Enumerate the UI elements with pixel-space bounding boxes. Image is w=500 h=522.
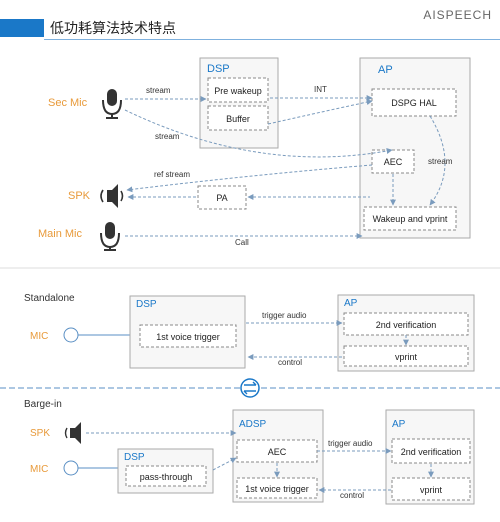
dspg-hal-block [371, 88, 457, 117]
switch-icon [240, 378, 260, 398]
bargein-vprint-block [391, 477, 471, 501]
bargein-vprint-text: vprint [420, 485, 443, 495]
pass-through-block [125, 465, 207, 487]
bargein-mic-label: MIC [30, 464, 48, 475]
adsp-title: ADSP [239, 419, 267, 430]
bargein-speaker-icon [64, 422, 81, 444]
brand-logo: AISPEECH [423, 8, 492, 22]
top-aec-text: AEC [384, 157, 403, 167]
standalone-mic-icon [63, 327, 79, 343]
bargein-dsp-title: DSP [124, 452, 145, 463]
standalone-ap-title: AP [344, 298, 358, 309]
header-rule [44, 39, 500, 40]
bargein-mic-icon [63, 460, 79, 476]
standalone-vprint-text: vprint [395, 352, 418, 362]
bargein-verification-text: 2nd verification [401, 447, 462, 457]
main-mic-icon [100, 222, 120, 251]
sec-mic-icon [102, 89, 122, 119]
standalone-voice-trigger-text: 1st voice trigger [156, 332, 220, 342]
standalone-edge-label-trigger: trigger audio [262, 311, 307, 320]
pre-wakeup-text: Pre wakeup [214, 86, 262, 96]
edge-label-stream3: stream [428, 157, 453, 166]
bargein-label: Barge-in [24, 399, 62, 410]
edge-hal-wakeup [429, 115, 446, 206]
edge-label-refstream: ref stream [154, 170, 190, 179]
top-aec-block [371, 149, 415, 174]
standalone-dsp-title: DSP [136, 299, 157, 310]
top-dsp-box [199, 57, 279, 149]
spk-label: SPK [68, 190, 91, 202]
bargein-ap-title: AP [392, 419, 406, 430]
edge-label-call: Call [235, 238, 249, 247]
wakeup-vprint-block [363, 206, 457, 231]
standalone-label: Standalone [24, 293, 75, 304]
spk-speaker-icon [100, 184, 124, 208]
bargein-edge-label-trigger: trigger audio [328, 439, 373, 448]
adsp-aec-text: AEC [268, 447, 287, 457]
wakeup-vprint-text: Wakeup and vprint [373, 214, 448, 224]
edge-label-stream2: stream [155, 132, 180, 141]
edge-secmic-aec [124, 109, 393, 158]
top-dsp-title: DSP [207, 63, 230, 75]
pre-wakeup-block [207, 77, 269, 103]
bargein-edge-label-control: control [340, 491, 364, 500]
standalone-voice-trigger [139, 324, 237, 348]
bargein-edge-pass-aec [212, 457, 237, 471]
pa-block [197, 185, 247, 210]
edge-buffer-hal [267, 99, 373, 125]
standalone-edge-label-control: control [278, 358, 302, 367]
page-title: 低功耗算法技术特点 [50, 21, 176, 37]
adsp-voice-trigger-text: 1st voice trigger [245, 484, 309, 494]
sec-mic-label: Sec Mic [48, 97, 88, 109]
pa-text: PA [216, 193, 227, 203]
buffer-text: Buffer [226, 114, 250, 124]
standalone-vprint [343, 345, 469, 367]
top-ap-title: AP [378, 64, 393, 76]
main-mic-label: Main Mic [38, 228, 83, 240]
bargein-verification-block [391, 438, 471, 464]
header-accent-bar [0, 19, 44, 37]
dspg-hal-text: DSPG HAL [391, 98, 437, 108]
edge-label-int: INT [314, 85, 327, 94]
buffer-block [207, 105, 269, 131]
edge-refstream [126, 164, 373, 193]
edge-label-stream1: stream [146, 86, 171, 95]
bargein-spk-label: SPK [30, 428, 50, 439]
pass-through-text: pass-through [140, 472, 193, 482]
standalone-verification-text: 2nd verification [376, 320, 437, 330]
standalone-mic-label: MIC [30, 331, 48, 342]
adsp-voice-trigger-block [236, 477, 318, 499]
